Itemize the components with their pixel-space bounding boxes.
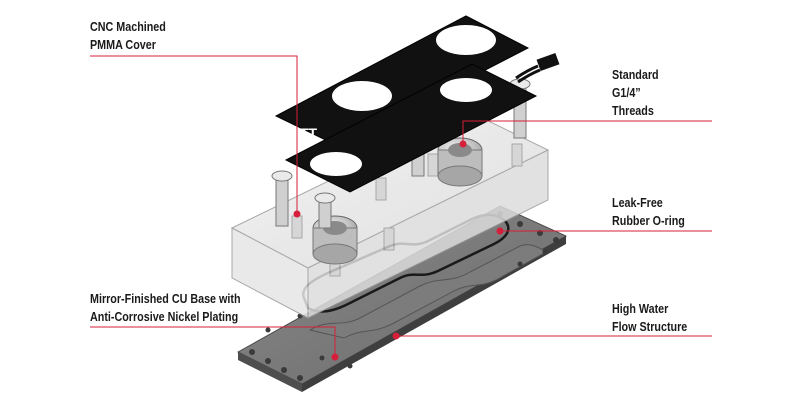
screw-mid-left [314, 192, 336, 229]
callout-rubber-oring: Leak-Free Rubber O-ring [612, 194, 685, 230]
pmma-cover [274, 15, 560, 193]
callout-line: Threads [612, 104, 654, 118]
callout-line: Flow Structure [612, 320, 688, 334]
callout-cnc-pmma-cover: CNC Machined PMMA Cover [90, 18, 166, 54]
callout-flow-structure: High Water Flow Structure [612, 300, 687, 336]
callout-line: Leak-Free [612, 196, 663, 210]
callout-leaders [90, 55, 712, 357]
callout-g14-threads: Standard G1/4” Threads [612, 66, 659, 120]
nickel-base-plate [236, 205, 568, 392]
callout-line: Mirror-Finished CU Base with [90, 292, 241, 306]
callout-line: CNC Machined [90, 20, 166, 34]
thermaltake-logo: TT [488, 13, 506, 29]
thread-port-right [437, 137, 483, 187]
callout-line: Rubber O-ring [612, 214, 685, 228]
callout-cu-base: Mirror-Finished CU Base with Anti-Corros… [90, 290, 241, 326]
callout-line: PMMA Cover [90, 38, 156, 52]
callout-line: G1/4” [612, 86, 641, 100]
thermaltake-logo: TT [300, 125, 318, 141]
callout-dots [293, 140, 504, 361]
screw-left [271, 170, 293, 227]
callout-line: Anti-Corrosive Nickel Plating [90, 310, 239, 324]
callout-line: High Water [612, 302, 669, 316]
callout-line: Standard [612, 68, 659, 82]
